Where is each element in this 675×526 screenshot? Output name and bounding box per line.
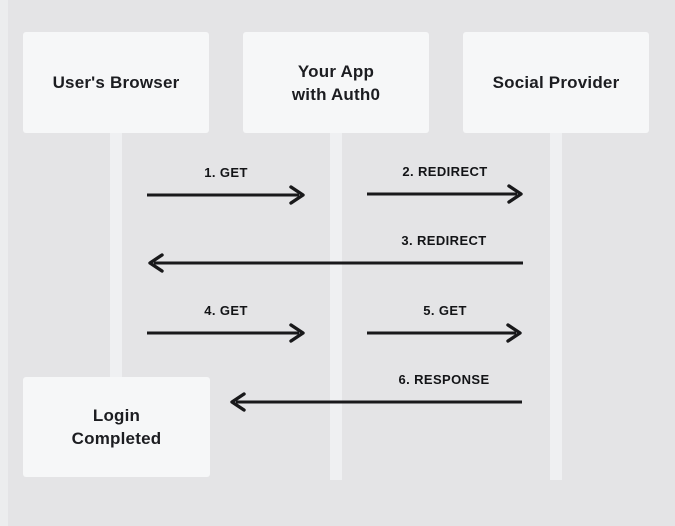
message-arrow-2 bbox=[367, 181, 523, 207]
arrow-right-icon bbox=[367, 184, 523, 204]
left-edge-strip bbox=[0, 0, 8, 526]
message-label-1: 1. GET bbox=[204, 165, 248, 180]
arrowhead-icon bbox=[507, 184, 523, 204]
actor-label-provider: Social Provider bbox=[492, 73, 620, 92]
lifeline-browser bbox=[110, 133, 122, 377]
arrowhead-icon bbox=[289, 185, 305, 205]
message-arrow-6 bbox=[230, 389, 522, 415]
arrowhead-icon bbox=[230, 392, 246, 412]
message-label-3: 3. REDIRECT bbox=[401, 233, 487, 248]
arrow-left-icon bbox=[148, 253, 523, 273]
actor-label-browser: User's Browser bbox=[52, 73, 180, 92]
actor-box-browser: User's Browser bbox=[23, 32, 209, 133]
lifeline-app bbox=[330, 133, 342, 480]
arrow-right-icon bbox=[147, 323, 305, 343]
result-label-login-completed: Login Completed bbox=[71, 406, 162, 448]
actor-label-app: Your App with Auth0 bbox=[291, 61, 381, 104]
arrowhead-icon bbox=[506, 323, 522, 343]
message-label-6: 6. RESPONSE bbox=[398, 372, 490, 387]
message-arrow-1 bbox=[147, 182, 305, 208]
arrow-left-icon bbox=[230, 392, 522, 412]
message-label-4: 4. GET bbox=[204, 303, 248, 318]
actor-box-app: Your App with Auth0 bbox=[243, 32, 429, 133]
actor-box-provider: Social Provider bbox=[463, 32, 649, 133]
arrowhead-icon bbox=[289, 323, 305, 343]
arrowhead-icon bbox=[148, 253, 164, 273]
message-arrow-3 bbox=[148, 250, 523, 276]
arrow-right-icon bbox=[147, 185, 305, 205]
message-arrow-4 bbox=[147, 320, 305, 346]
arrow-right-icon bbox=[367, 323, 522, 343]
result-box-login-completed: Login Completed bbox=[23, 377, 210, 477]
message-label-2: 2. REDIRECT bbox=[402, 164, 488, 179]
lifeline-provider bbox=[550, 133, 562, 480]
message-label-5: 5. GET bbox=[423, 303, 467, 318]
message-arrow-5 bbox=[367, 320, 522, 346]
